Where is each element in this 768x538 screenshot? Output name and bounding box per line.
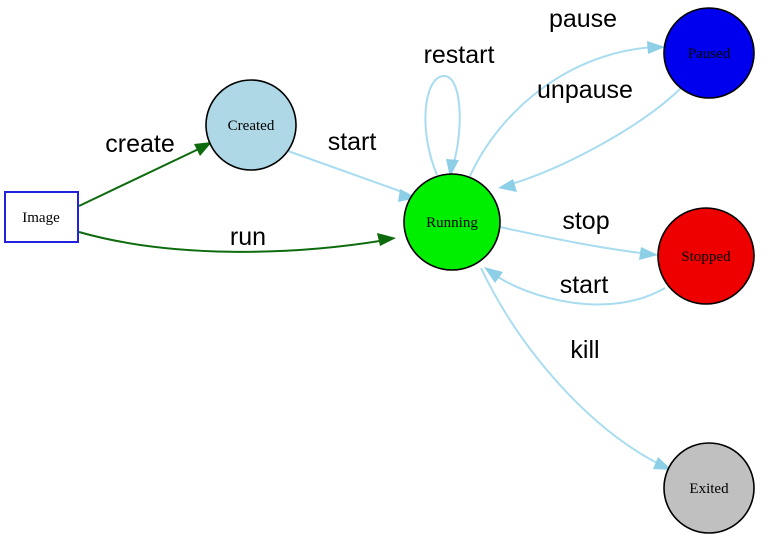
node-created-circle [205,79,297,171]
edge-unpause-label: unpause [537,76,633,104]
node-paused[interactable]: Paused [663,7,755,99]
edge-unpause-path [507,87,682,186]
edge-create[interactable]: create [78,130,212,207]
edge-run-path [78,231,387,253]
edge-pause-label: pause [549,5,617,33]
edge-run-label: run [230,223,266,251]
node-paused-circle [663,7,755,99]
node-stopped-circle [657,207,755,305]
node-created-label: Created [228,118,275,134]
edge-kill-path [480,267,664,467]
edge-create-arrowhead [194,142,212,156]
node-stopped[interactable]: Stopped [657,207,755,305]
edge-start-stopped-label: start [560,271,609,299]
edge-run-arrowhead [377,233,396,246]
edge-create-label: create [105,130,174,158]
edge-kill-label: kill [570,336,599,364]
node-exited-circle [663,442,755,534]
edge-stop[interactable]: stop [499,207,658,260]
edge-pause-path [469,46,656,177]
node-created[interactable]: Created [205,79,297,171]
node-running[interactable]: Running [403,173,501,271]
edge-kill-arrowhead [653,457,672,470]
node-exited[interactable]: Exited [663,442,755,534]
edge-start-created-path [287,150,409,195]
node-paused-label: Paused [688,46,731,62]
edge-start-created[interactable]: start [287,128,417,202]
edge-stop-label: stop [562,207,609,235]
edge-pause[interactable]: pause [469,5,665,177]
edge-start-stopped[interactable]: start [484,267,666,306]
node-running-label: Running [426,215,478,231]
edge-kill[interactable]: kill [480,267,672,470]
edge-unpause-arrowhead [498,179,517,192]
node-stopped-label: Stopped [681,249,731,265]
edge-run[interactable]: run [78,223,396,253]
edge-start-stopped-path [491,272,666,306]
node-image-rect [4,191,79,243]
edge-restart[interactable]: restart [424,41,495,177]
edge-restart-path [424,74,461,176]
node-running-circle [403,173,501,271]
edge-unpause[interactable]: unpause [498,76,682,192]
edge-start-stopped-arrowhead [484,267,503,283]
edge-stop-arrowhead [639,247,658,260]
node-image[interactable]: Image [4,191,79,243]
edge-restart-arrowhead [446,159,459,177]
edge-start-created-label: start [328,128,377,156]
edge-stop-path [499,226,649,255]
node-image-label: Image [22,210,60,226]
node-exited-label: Exited [689,481,729,497]
edge-restart-label: restart [424,41,495,69]
edge-pause-arrowhead [647,41,665,54]
edge-create-path [78,145,206,207]
